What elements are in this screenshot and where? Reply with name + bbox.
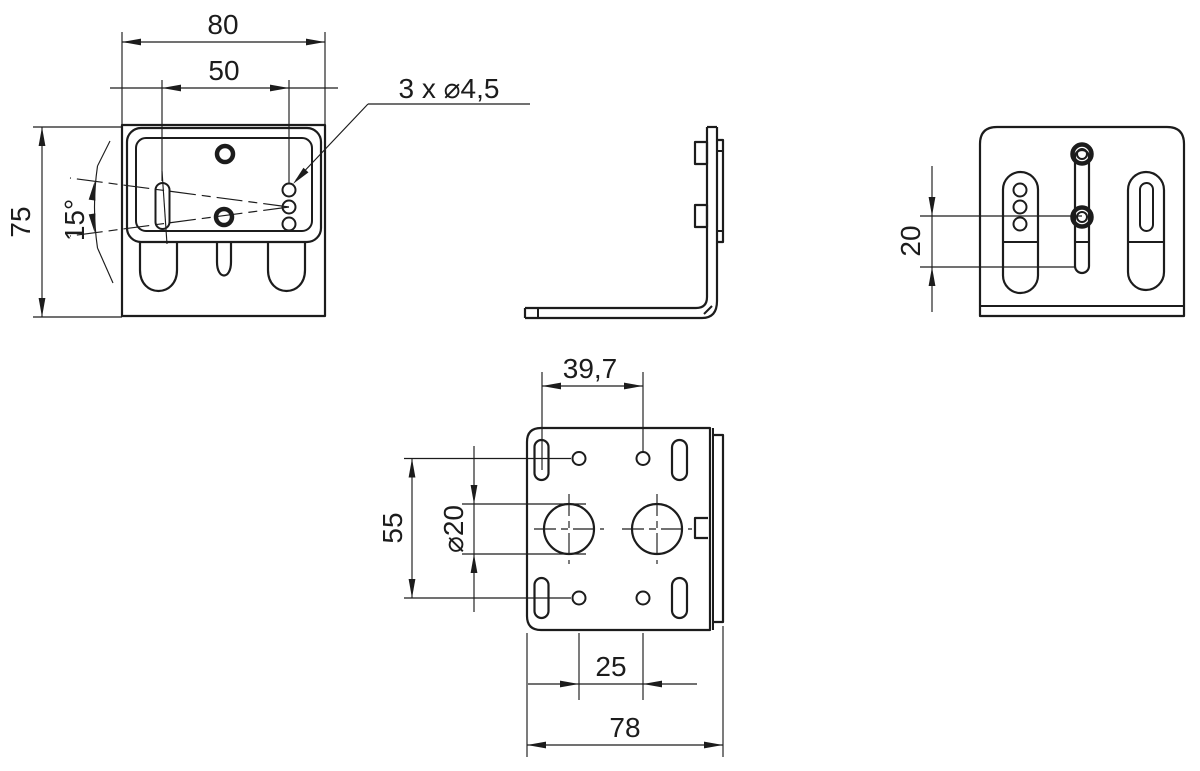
rear-view: 20 xyxy=(895,125,1186,318)
angle-arc xyxy=(93,165,99,249)
rear-bolt-middle-core xyxy=(1076,211,1088,223)
bottom-view: 39,7 55 ⌀20 25 xyxy=(377,353,725,757)
front-hole-right-middle xyxy=(281,199,297,215)
dim-arrow xyxy=(162,84,181,92)
dim-label: 75 xyxy=(5,206,36,237)
angle-label: 15° xyxy=(59,199,90,241)
rear-hole-bottom xyxy=(1012,216,1028,232)
rear-slot-right-inner xyxy=(1139,182,1154,232)
rear-bolt-middle-ring xyxy=(1070,205,1094,229)
bottom-tab xyxy=(693,516,708,540)
side-profile-outer xyxy=(525,127,719,320)
dim-hole-spacing: 50 xyxy=(110,55,338,184)
dim-arrow xyxy=(704,741,723,749)
dim-row-spacing: 55 xyxy=(377,457,571,599)
dim-outer-width: 80 xyxy=(121,9,326,124)
front-slot-axis xyxy=(161,170,168,245)
dim-label: 25 xyxy=(595,651,626,682)
dim-arrow xyxy=(306,38,325,46)
dim-arrow xyxy=(38,298,46,317)
dim-bore-diameter: ⌀20 xyxy=(438,446,586,612)
front-tab-right xyxy=(266,242,307,293)
dim-arrow xyxy=(270,84,289,92)
dim-arrow xyxy=(624,382,643,390)
dim-hole-pitch: 25 xyxy=(528,633,697,700)
side-back-plate xyxy=(717,138,725,244)
rear-slot-right xyxy=(1126,170,1166,292)
front-hole-right-top xyxy=(281,182,297,198)
dim-arrow xyxy=(408,579,416,598)
front-tab-middle xyxy=(215,242,233,277)
callout-label: 3 x ⌀4,5 xyxy=(399,73,500,104)
front-plate-outline xyxy=(120,123,327,318)
front-tab-left xyxy=(138,242,179,293)
bottom-slot-top-right xyxy=(670,438,689,482)
leader-line xyxy=(295,103,369,181)
angle-arrow-bottom xyxy=(88,213,96,233)
angle-arc-ext-bottom xyxy=(96,247,114,284)
dim-label: 55 xyxy=(377,512,408,543)
rear-slot-left xyxy=(1001,170,1040,295)
front-bolt-middle xyxy=(213,206,235,228)
dim-arrow xyxy=(470,485,478,504)
dim-label: 80 xyxy=(207,9,238,40)
dim-base-width: 78 xyxy=(526,626,724,757)
dim-height: 75 xyxy=(5,126,122,318)
side-profile-inner xyxy=(525,127,709,310)
angle-arrow-top xyxy=(88,181,96,201)
dim-label: ⌀20 xyxy=(438,505,469,553)
dim-hole-offset: 39,7 xyxy=(541,353,644,470)
front-hole-right-bottom xyxy=(281,216,297,232)
dim-label: 50 xyxy=(208,55,239,86)
side-view xyxy=(523,125,725,320)
bottom-hole-top-left xyxy=(571,451,587,466)
dim-swivel-angle: 15° xyxy=(59,140,114,284)
dim-arrow xyxy=(470,554,478,573)
dim-label: 39,7 xyxy=(563,353,618,384)
dim-label: 78 xyxy=(609,712,640,743)
bottom-hole-bottom-right xyxy=(635,590,651,606)
rear-hole-top xyxy=(1012,182,1028,198)
swivel-ray-upper xyxy=(69,177,290,208)
dim-arrow xyxy=(928,267,936,286)
front-view: 15° 80 50 75 xyxy=(5,9,530,318)
swivel-ray-lower xyxy=(69,206,290,237)
side-tab-top xyxy=(693,140,709,166)
rear-plate-outline xyxy=(978,125,1186,318)
rear-bolt-top-core xyxy=(1076,148,1088,160)
dim-arrow xyxy=(542,382,561,390)
rear-bolt-top-ring xyxy=(1070,142,1094,166)
front-flange-inner xyxy=(135,137,313,232)
dim-arrow xyxy=(38,127,46,146)
dim-arrow xyxy=(122,38,141,46)
dim-arrow xyxy=(560,680,579,688)
dim-arrow xyxy=(408,458,416,478)
angle-arc-ext-top xyxy=(96,140,111,167)
dim-arrow xyxy=(527,741,546,749)
dim-arrow xyxy=(928,197,936,216)
hole-callout: 3 x ⌀4,5 xyxy=(293,73,530,184)
side-bend-tick-corner xyxy=(703,305,713,315)
rear-hole-middle xyxy=(1012,199,1028,215)
bottom-plate-outline xyxy=(525,426,712,632)
front-bolt-top xyxy=(214,143,236,165)
dim-slot-offset: 20 xyxy=(895,166,1082,312)
dim-label: 20 xyxy=(895,225,926,256)
bottom-back-plate xyxy=(713,433,725,624)
bottom-hole-bottom-left xyxy=(571,590,587,606)
dim-arrow xyxy=(643,680,662,688)
bottom-hole-top-right xyxy=(635,451,651,466)
leader-arrow xyxy=(293,167,309,184)
bottom-slot-bottom-right xyxy=(670,576,689,620)
side-tab-bottom xyxy=(693,203,709,229)
